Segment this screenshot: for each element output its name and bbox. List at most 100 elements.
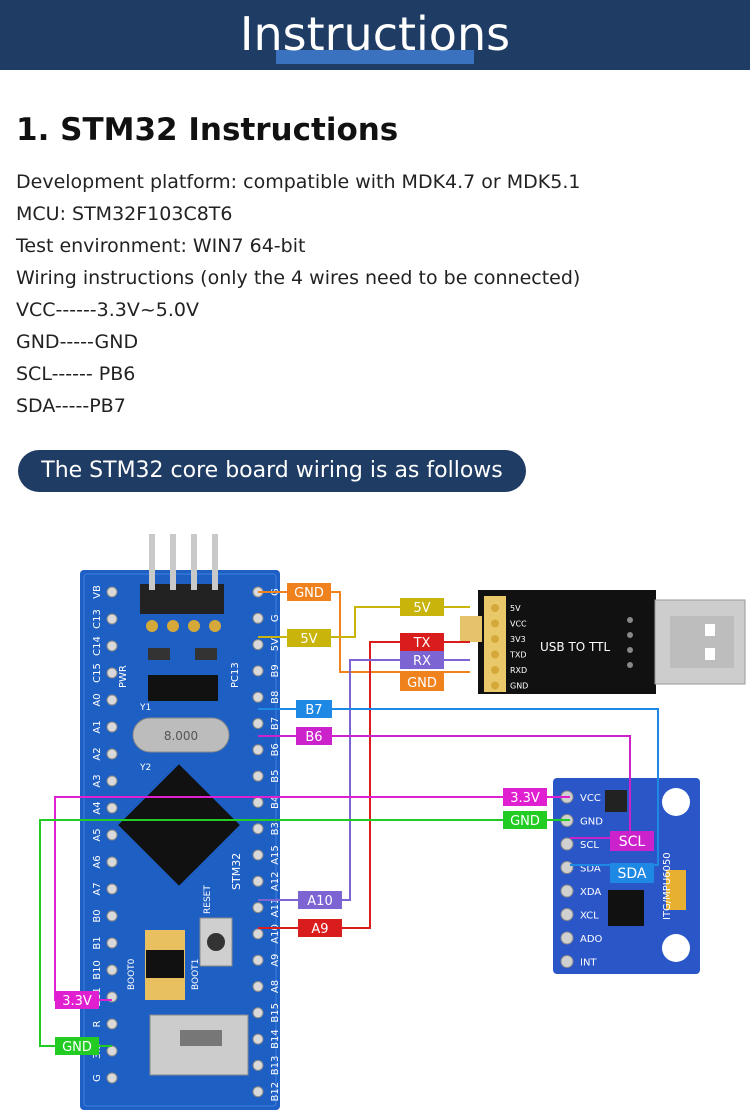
reset-button[interactable] bbox=[199, 917, 233, 967]
mpu-pin-label: XCL bbox=[580, 911, 599, 922]
label-scl: SCL bbox=[619, 834, 646, 850]
stm32-board: PWR PC13 8.000 Y1 Y2 STM32 BOOT0 BOOT1 R… bbox=[80, 534, 281, 1110]
pin-label-right: B7 bbox=[270, 717, 281, 730]
pin-hole-left bbox=[106, 667, 118, 679]
wire-labels: GND 5V 5V TX RX GND B7 B6 3.3V GND SCL S… bbox=[55, 583, 654, 1055]
pin-hole-left bbox=[106, 1045, 118, 1057]
left-pin-column: VBC13C14C15A0A1A2A3A4A5A6A7B0B1B10B11R3.… bbox=[92, 585, 118, 1084]
pin-label-left: R bbox=[92, 1020, 103, 1027]
section-title: 1. STM32 Instructions bbox=[16, 112, 399, 148]
mcu-chip bbox=[118, 764, 240, 886]
mpu-model-label: ITG/MPU6050 bbox=[662, 852, 673, 920]
pin-label-right: B9 bbox=[270, 664, 281, 677]
wire-rx bbox=[258, 659, 470, 901]
pin-label-left: G bbox=[92, 1074, 103, 1082]
header-banner: Instructions bbox=[0, 0, 750, 70]
pin-hole-right bbox=[252, 718, 264, 729]
mpu-pin-label: XDA bbox=[580, 887, 601, 898]
pin-label-right: B6 bbox=[270, 743, 281, 756]
pin-label-right: B4 bbox=[270, 796, 281, 809]
wiring-caption-pill: The STM32 core board wiring is as follow… bbox=[18, 450, 526, 492]
label-b6: B6 bbox=[305, 730, 322, 745]
pin-hole-right bbox=[252, 954, 264, 966]
reset-label: RESET bbox=[203, 885, 213, 914]
label-gnd-usb: GND bbox=[407, 676, 437, 691]
pin-label-left: A4 bbox=[92, 801, 103, 814]
usb-pin-label: TXD bbox=[509, 651, 527, 660]
pin-label-left: B0 bbox=[92, 909, 103, 922]
label-gnd-top: GND bbox=[294, 586, 324, 601]
mpu-pin-label: INT bbox=[580, 958, 597, 969]
pin-label-right: G bbox=[270, 614, 281, 622]
usb-pin-hole bbox=[491, 635, 499, 643]
page-title: Instructions bbox=[239, 7, 511, 61]
mpu-pin-hole bbox=[560, 837, 574, 851]
usb-pin-label: GND bbox=[510, 682, 528, 691]
pin-hole-left bbox=[106, 586, 118, 598]
label-5v-right: 5V bbox=[413, 601, 430, 616]
y2-label: Y2 bbox=[139, 763, 151, 773]
boot0-label: BOOT0 bbox=[127, 958, 137, 990]
pin-hole-right bbox=[252, 902, 264, 914]
pin-label-right: B15 bbox=[270, 1003, 281, 1023]
wiring-diagram: PWR PC13 8.000 Y1 Y2 STM32 BOOT0 BOOT1 R… bbox=[39, 534, 746, 1110]
boot-jumpers bbox=[145, 930, 185, 1000]
pin-label-left: C15 bbox=[92, 663, 103, 683]
pin-label-left: A3 bbox=[92, 774, 103, 787]
usb-pin-hole bbox=[491, 650, 499, 659]
spec-platform: Development platform: compatible with MD… bbox=[16, 171, 581, 193]
pin-hole-left bbox=[106, 694, 118, 706]
pin-hole-left bbox=[106, 910, 118, 922]
label-3v3-left: 3.3V bbox=[62, 994, 92, 1009]
crystal-label: 8.000 bbox=[164, 729, 198, 743]
pin-hole-left bbox=[106, 802, 118, 814]
mpu-pin-hole bbox=[560, 955, 574, 968]
boot1-label: BOOT1 bbox=[191, 959, 201, 990]
pin-label-left: A2 bbox=[92, 747, 103, 760]
mpu-pin-hole bbox=[560, 931, 574, 945]
pin-hole-right bbox=[252, 823, 264, 835]
pin-label-right: 5V bbox=[270, 638, 281, 651]
pin-label-left: C13 bbox=[92, 609, 103, 629]
pin-hole-left bbox=[106, 964, 118, 976]
pin-hole-right bbox=[252, 744, 264, 756]
label-gnd-right: GND bbox=[510, 814, 540, 829]
label-sda: SDA bbox=[618, 866, 647, 882]
pin-label-right: B3 bbox=[270, 822, 281, 835]
spec-mcu: MCU: STM32F103C8T6 bbox=[16, 203, 233, 225]
label-b7: B7 bbox=[305, 703, 322, 718]
pwr-label: PWR bbox=[118, 665, 129, 688]
pin-label-right: A9 bbox=[270, 954, 281, 967]
pin-hole-right bbox=[252, 770, 264, 782]
pin-label-right: B14 bbox=[270, 1029, 281, 1049]
pin-hole-right bbox=[252, 875, 264, 887]
title-underline bbox=[276, 50, 474, 64]
mpu-pin-label: VCC bbox=[580, 793, 601, 804]
usb-pin-hole bbox=[491, 619, 499, 628]
pin-hole-right bbox=[252, 639, 264, 651]
pin-hole-left bbox=[106, 883, 118, 895]
pin-hole-right bbox=[252, 928, 264, 940]
usb-pin-label: VCC bbox=[510, 620, 527, 629]
pc13-label: PC13 bbox=[230, 662, 241, 688]
y1-label: Y1 bbox=[139, 703, 151, 713]
pin-label-left: A5 bbox=[92, 828, 103, 841]
pin-label-right: B8 bbox=[270, 691, 281, 704]
mpu-pin-label: ADO bbox=[580, 934, 603, 945]
pin-label-left: A0 bbox=[92, 693, 103, 706]
pin-label-left: B1 bbox=[92, 936, 103, 949]
pin-hole-right bbox=[252, 691, 264, 703]
usb-pin-hole bbox=[491, 666, 499, 674]
wire-b6 bbox=[258, 735, 631, 839]
mpu-pin-label: SCL bbox=[580, 840, 599, 851]
mpu-pin-hole bbox=[560, 861, 574, 874]
spec-vcc: VCC------3.3V~5.0V bbox=[16, 299, 200, 321]
mpu-pin-label: GND bbox=[580, 817, 603, 828]
label-gnd-left: GND bbox=[62, 1040, 92, 1055]
pin-label-left: VB bbox=[92, 585, 103, 599]
pin-label-right: A15 bbox=[270, 845, 281, 865]
pin-label-left: B10 bbox=[92, 960, 103, 980]
label-rx: RX bbox=[413, 654, 431, 669]
